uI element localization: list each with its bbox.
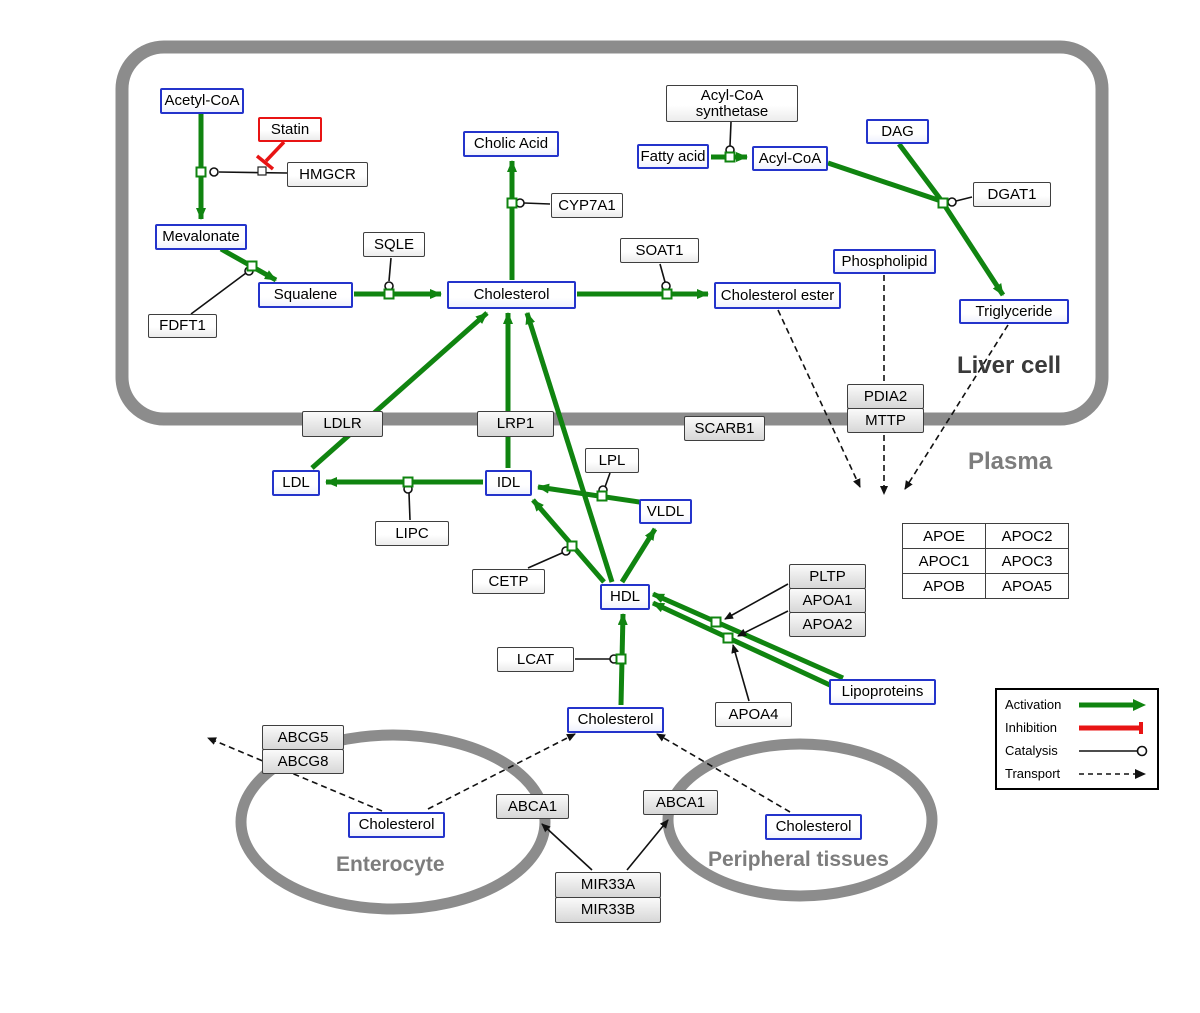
enterocyte-membrane — [235, 729, 551, 915]
node-mttp[interactable]: MTTP — [847, 408, 924, 433]
node-lpl[interactable]: LPL — [585, 448, 639, 473]
legend-catalysis-label: Catalysis — [1005, 743, 1058, 758]
liver-cell-label: Liver cell — [957, 352, 1062, 379]
node-cholesterol-enterocyte[interactable]: Cholesterol — [348, 812, 445, 838]
node-pdia2[interactable]: PDIA2 — [847, 384, 924, 409]
node-squalene[interactable]: Squalene — [258, 282, 353, 308]
transport-dashed-arrow-icon — [1079, 768, 1146, 779]
node-abcg5[interactable]: ABCG5 — [262, 725, 344, 750]
node-ldl[interactable]: LDL — [272, 470, 320, 496]
legend-inhibition-label: Inhibition — [1005, 720, 1058, 735]
stack-abcg5-abcg8: ABCG5 ABCG8 — [262, 725, 344, 774]
node-cholesterol-peripheral[interactable]: Cholesterol — [765, 814, 862, 840]
apolipoprotein-table: APOE APOC2 APOC1 APOC3 APOB APOA5 — [902, 523, 1069, 599]
node-scarb1[interactable]: SCARB1 — [684, 416, 765, 441]
stack-pltp-apoa1-apoa2: PLTP APOA1 APOA2 — [789, 564, 866, 637]
node-mir33a[interactable]: MIR33A — [555, 872, 661, 898]
node-abcg8[interactable]: ABCG8 — [262, 749, 344, 774]
stack-pdia2-mttp: PDIA2 MTTP — [847, 384, 924, 433]
node-lcat[interactable]: LCAT — [497, 647, 574, 672]
inhibition-tbar-icon — [1079, 721, 1143, 734]
legend-transport-label: Transport — [1005, 766, 1061, 781]
node-pltp[interactable]: PLTP — [789, 564, 866, 589]
peripheral-tissues-label: Peripheral tissues — [708, 848, 889, 871]
node-mevalonate[interactable]: Mevalonate — [155, 224, 247, 250]
node-cholesterol-plasma[interactable]: Cholesterol — [567, 707, 664, 733]
node-lipoproteins[interactable]: Lipoproteins — [829, 679, 936, 705]
node-apoa4[interactable]: APOA4 — [715, 702, 792, 727]
node-dag[interactable]: DAG — [866, 119, 929, 144]
node-cholesterol-ester[interactable]: Cholesterol ester — [714, 282, 841, 309]
legend-row-activation: Activation — [1005, 697, 1149, 712]
activation-arrow-icon — [1079, 698, 1146, 711]
node-mir33b[interactable]: MIR33B — [555, 897, 661, 923]
node-phospholipid[interactable]: Phospholipid — [833, 249, 936, 274]
node-cetp[interactable]: CETP — [472, 569, 545, 594]
legend-row-transport: Transport — [1005, 766, 1149, 781]
node-abca1-enterocyte[interactable]: ABCA1 — [496, 794, 569, 819]
node-acyl-coa-synthetase[interactable]: Acyl-CoA synthetase — [666, 85, 798, 122]
stack-mir33: MIR33A MIR33B — [555, 872, 661, 923]
node-acetyl-coa[interactable]: Acetyl-CoA — [160, 88, 244, 114]
node-lrp1[interactable]: LRP1 — [477, 411, 554, 437]
node-apoc3[interactable]: APOC3 — [985, 548, 1069, 574]
node-fdft1[interactable]: FDFT1 — [148, 314, 217, 338]
node-apob[interactable]: APOB — [902, 573, 986, 599]
node-sqle[interactable]: SQLE — [363, 232, 425, 257]
node-cholic-acid[interactable]: Cholic Acid — [463, 131, 559, 157]
plasma-label: Plasma — [968, 448, 1053, 475]
node-hdl[interactable]: HDL — [600, 584, 650, 610]
inhibition-edge-statin-hmgcr — [255, 140, 286, 171]
node-apoc2[interactable]: APOC2 — [985, 523, 1069, 549]
node-apoa2[interactable]: APOA2 — [789, 612, 866, 637]
legend-row-catalysis: Catalysis — [1005, 743, 1149, 758]
node-dgat1[interactable]: DGAT1 — [973, 182, 1051, 207]
node-idl[interactable]: IDL — [485, 470, 532, 496]
reaction-nodes — [195, 151, 949, 665]
legend-row-inhibition: Inhibition — [1005, 720, 1149, 735]
node-fatty-acid[interactable]: Fatty acid — [637, 144, 709, 169]
node-statin[interactable]: Statin — [258, 117, 322, 142]
enterocyte-label: Enterocyte — [336, 853, 445, 876]
legend-activation-label: Activation — [1005, 697, 1062, 712]
hmgcr-reaction-node — [257, 166, 267, 176]
legend: Activation Inhibition Catalysis Transpor… — [995, 688, 1159, 790]
transport-edges — [207, 275, 1009, 813]
node-cyp7a1[interactable]: CYP7A1 — [551, 193, 623, 218]
node-abca1-peripheral[interactable]: ABCA1 — [643, 790, 718, 815]
node-soat1[interactable]: SOAT1 — [620, 238, 699, 263]
node-apoe[interactable]: APOE — [902, 523, 986, 549]
regulator-arrows — [541, 583, 789, 871]
node-hmgcr[interactable]: HMGCR — [287, 162, 368, 187]
liver-cell-membrane — [115, 40, 1109, 426]
node-triglyceride[interactable]: Triglyceride — [959, 299, 1069, 324]
node-vldl[interactable]: VLDL — [639, 499, 692, 524]
node-lipc[interactable]: LIPC — [375, 521, 449, 546]
node-cholesterol-liver[interactable]: Cholesterol — [447, 281, 576, 309]
node-apoa1[interactable]: APOA1 — [789, 588, 866, 613]
node-apoa5[interactable]: APOA5 — [985, 573, 1069, 599]
catalysis-circle-icon — [1079, 745, 1148, 756]
node-apoc1[interactable]: APOC1 — [902, 548, 986, 574]
node-acyl-coa[interactable]: Acyl-CoA — [752, 146, 828, 171]
node-ldlr[interactable]: LDLR — [302, 411, 383, 437]
